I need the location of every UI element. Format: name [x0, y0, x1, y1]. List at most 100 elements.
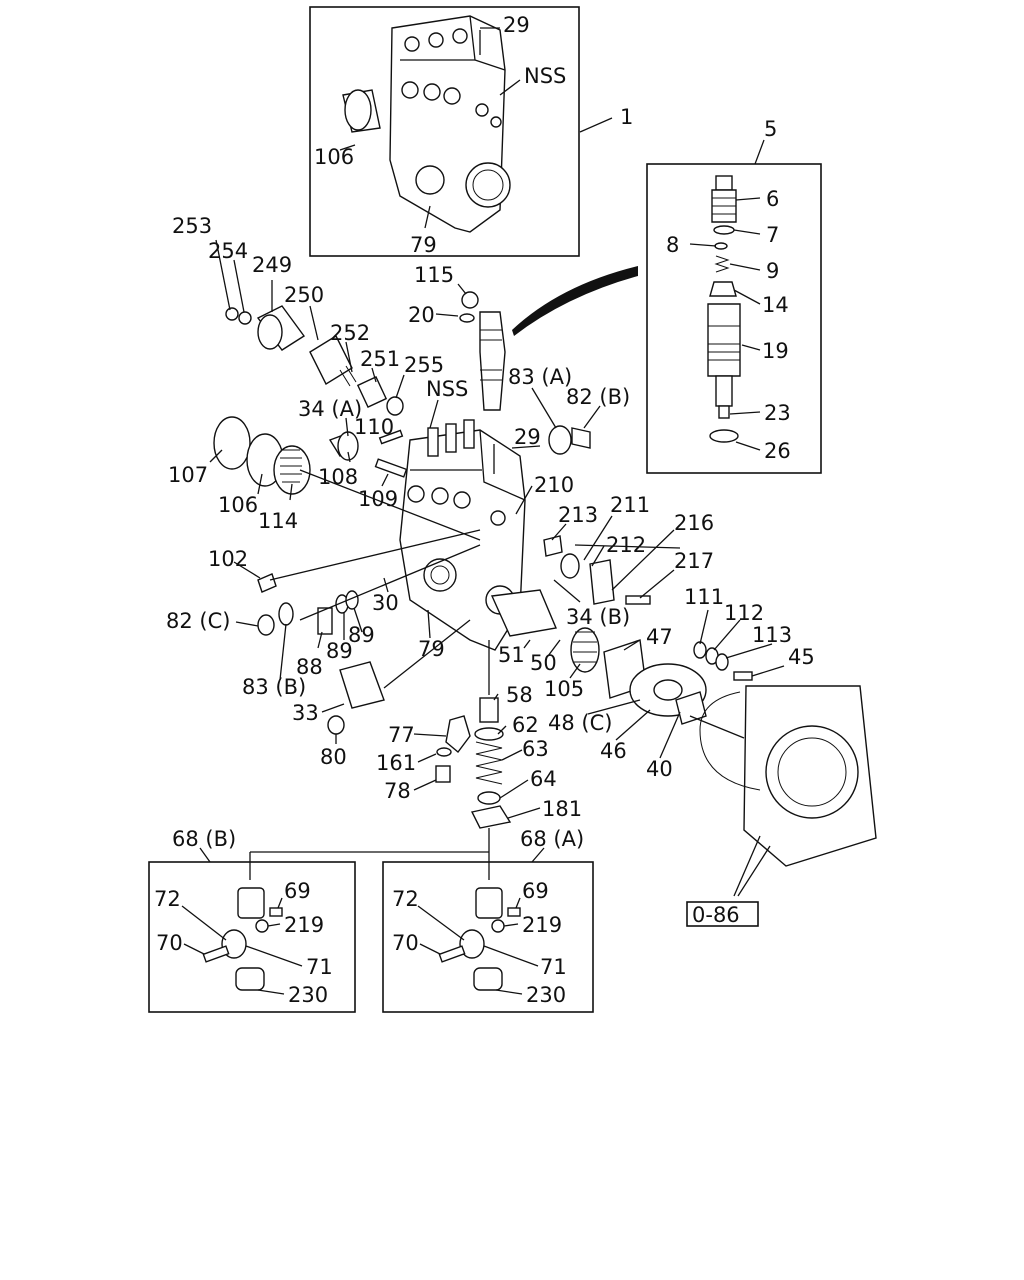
leader-83a	[531, 387, 557, 429]
leader-78	[413, 779, 437, 791]
callout-82c: 82 (C)	[166, 609, 230, 633]
callout-106a: 106	[314, 145, 354, 169]
leader-19	[741, 344, 761, 351]
leader-213	[551, 523, 567, 541]
callout-63: 63	[522, 737, 549, 761]
leader-250	[309, 305, 319, 341]
leader-211	[583, 515, 613, 561]
leader-106b	[257, 473, 263, 495]
leader-230a	[257, 989, 285, 995]
callout-216: 216	[674, 511, 714, 535]
leader-89b	[353, 607, 363, 633]
callout-111: 111	[684, 585, 724, 609]
callout-46: 46	[600, 739, 627, 763]
callout-253: 253	[172, 214, 212, 238]
leader-62	[497, 725, 507, 735]
callout-69b: 69	[522, 879, 549, 903]
leader-34b	[553, 579, 581, 603]
callout-71a: 71	[306, 955, 333, 979]
callout-50: 50	[530, 651, 557, 675]
leader-nssa	[499, 79, 521, 96]
callout-217: 217	[674, 549, 714, 573]
leader-69a	[277, 897, 283, 909]
callout-252: 252	[330, 321, 370, 345]
callout-212: 212	[606, 533, 646, 557]
leader-70a	[183, 943, 205, 955]
leader-102	[233, 561, 261, 579]
callout-83b: 83 (B)	[242, 675, 306, 699]
leader-5	[754, 139, 765, 165]
callout-48c: 48 (C)	[548, 711, 612, 735]
leader-48c	[587, 699, 641, 715]
leader-212	[591, 545, 605, 567]
leader-253	[215, 239, 231, 311]
leader-79b	[427, 609, 431, 639]
leader-72b	[417, 905, 465, 941]
callout-113: 113	[752, 623, 792, 647]
callout-14: 14	[762, 293, 789, 317]
callout-80: 80	[320, 745, 347, 769]
leader-161	[417, 753, 437, 763]
callout-086: 0-86	[692, 903, 740, 927]
callout-210: 210	[534, 473, 574, 497]
callout-230b: 230	[526, 983, 566, 1007]
callout-255: 255	[404, 353, 444, 377]
leader-108	[347, 451, 351, 463]
axis-line-40	[689, 715, 745, 739]
callout-1: 1	[620, 105, 633, 129]
callout-110: 110	[354, 415, 394, 439]
callout-78: 78	[384, 779, 411, 803]
callout-250: 250	[284, 283, 324, 307]
callout-219a: 219	[284, 913, 324, 937]
leader-216	[611, 529, 675, 591]
callout-114: 114	[258, 509, 298, 533]
callout-9: 9	[766, 259, 779, 283]
leader-181	[507, 807, 541, 819]
callout-249: 249	[252, 253, 292, 277]
callout-68a: 68 (A)	[520, 827, 584, 851]
leader-83b	[279, 623, 287, 681]
leader-45	[751, 665, 785, 677]
leader-79a	[424, 205, 431, 229]
callout-82b: 82 (B)	[566, 385, 630, 409]
shaft-axis-line-upper	[299, 469, 481, 541]
leader-255	[395, 374, 405, 399]
callout-70b: 70	[392, 931, 419, 955]
leader-217	[639, 569, 675, 599]
leader-72a	[181, 905, 227, 941]
leader-115	[457, 283, 467, 295]
callout-8: 8	[666, 233, 679, 257]
kit-68a-drawing	[438, 887, 521, 991]
callout-29b: 29	[514, 425, 541, 449]
leader-109	[381, 473, 389, 487]
leader-64	[499, 779, 529, 799]
callout-219b: 219	[522, 913, 562, 937]
callout-20: 20	[408, 303, 435, 327]
leader-82b	[583, 405, 601, 429]
callout-230a: 230	[288, 983, 328, 1007]
leader-219a	[267, 923, 281, 927]
callout-29a: 29	[503, 13, 530, 37]
kit-68a-frame	[382, 861, 594, 1013]
callout-47: 47	[646, 625, 673, 649]
callout-254: 254	[208, 239, 248, 263]
callout-105: 105	[544, 677, 584, 701]
callout-23: 23	[764, 401, 791, 425]
callout-58: 58	[506, 683, 533, 707]
leader-71a	[245, 945, 303, 967]
ref-086-box	[686, 901, 759, 927]
governor-parts-drawing	[213, 291, 591, 495]
callout-251: 251	[360, 347, 400, 371]
callout-34b: 34 (B)	[566, 605, 630, 629]
axis-line-33	[383, 619, 471, 689]
callout-64: 64	[530, 767, 557, 791]
callout-30: 30	[372, 591, 399, 615]
callout-68b: 68 (B)	[172, 827, 236, 851]
callout-211: 211	[610, 493, 650, 517]
leader-29b	[511, 445, 541, 449]
leader-14	[733, 289, 761, 305]
callout-6: 6	[766, 187, 779, 211]
callout-51: 51	[498, 643, 525, 667]
callout-213: 213	[558, 503, 598, 527]
